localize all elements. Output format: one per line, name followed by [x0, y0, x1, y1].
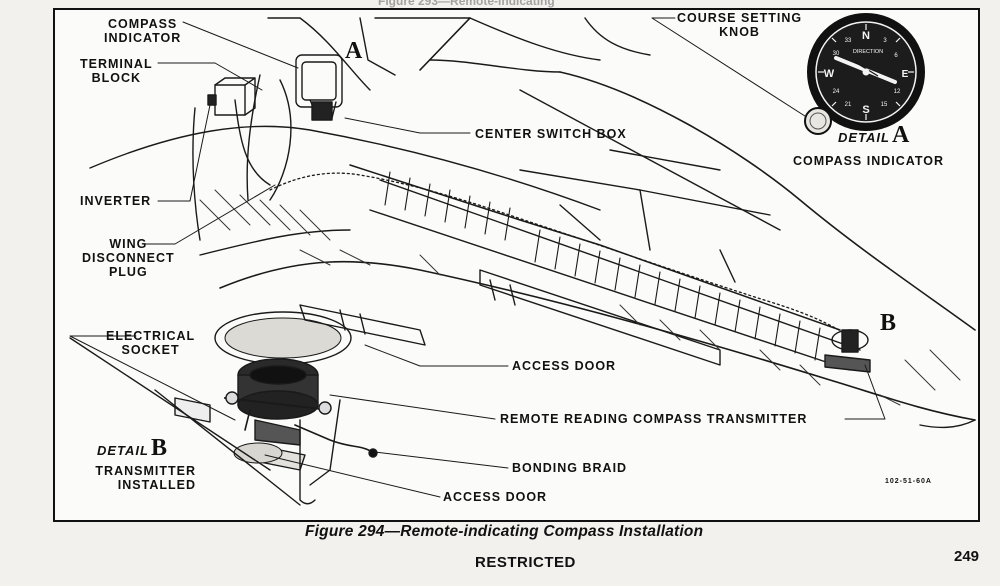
- marker-b: B: [880, 310, 897, 336]
- detail-a-heading: DETAILA: [838, 123, 909, 147]
- detail-b-word: DETAIL: [97, 443, 149, 458]
- detail-a-label: COMPASS INDICATOR: [793, 154, 945, 168]
- compass-dial-detail: N S W E DIRECTION 33 3 6 12 15 21 24 30: [807, 13, 925, 131]
- dial-east: E: [902, 69, 909, 80]
- dial-west: W: [824, 68, 835, 80]
- label-bonding-braid: BONDING BRAID: [512, 461, 628, 475]
- label-wing-disconnect-plug: WING DISCONNECT PLUG: [82, 237, 175, 279]
- dial-num-6: 6: [894, 53, 898, 59]
- label-compass-indicator: COMPASS INDICATOR: [104, 17, 182, 45]
- dial-num-33: 33: [845, 38, 852, 44]
- detail-a-word: DETAIL: [838, 130, 890, 145]
- detail-b-heading: DETAILB: [97, 436, 167, 460]
- label-inverter: INVERTER: [80, 194, 152, 208]
- marker-a: A: [345, 38, 363, 64]
- dial-num-24: 24: [833, 89, 840, 95]
- label-access-door-lower: ACCESS DOOR: [443, 490, 548, 504]
- dial-north: N: [862, 30, 870, 42]
- drawing-number: 102-51-60A: [885, 478, 932, 485]
- detail-b-label: TRANSMITTER INSTALLED: [95, 464, 196, 492]
- dial-num-3: 3: [883, 38, 887, 44]
- detail-a-letter: A: [891, 122, 910, 148]
- figure-caption: Figure 294—Remote-indicating Compass Ins…: [305, 523, 704, 540]
- label-remote-reading-compass-transmitter: REMOTE READING COMPASS TRANSMITTER: [500, 412, 808, 426]
- dial-direction-word: DIRECTION: [853, 49, 883, 55]
- header-fragment: Figure 293—Remote-indicating: [378, 0, 555, 8]
- detail-b-letter: B: [150, 435, 167, 461]
- label-course-setting-knob: COURSE SETTING KNOB: [677, 11, 803, 39]
- dial-num-30: 30: [833, 51, 840, 57]
- page-number: 249: [954, 548, 980, 565]
- label-center-switch-box: CENTER SWITCH BOX: [475, 127, 627, 141]
- dial-num-12: 12: [894, 89, 901, 95]
- dial-south: S: [862, 104, 869, 116]
- dial-num-15: 15: [881, 102, 888, 108]
- restricted-marking: RESTRICTED: [475, 554, 576, 571]
- label-terminal-block: TERMINAL BLOCK: [80, 57, 153, 85]
- label-electrical-socket: ELECTRICAL SOCKET: [106, 329, 196, 357]
- label-access-door-upper: ACCESS DOOR: [512, 359, 617, 373]
- course-setting-knob-icon: [804, 107, 832, 135]
- dial-num-21: 21: [845, 102, 852, 108]
